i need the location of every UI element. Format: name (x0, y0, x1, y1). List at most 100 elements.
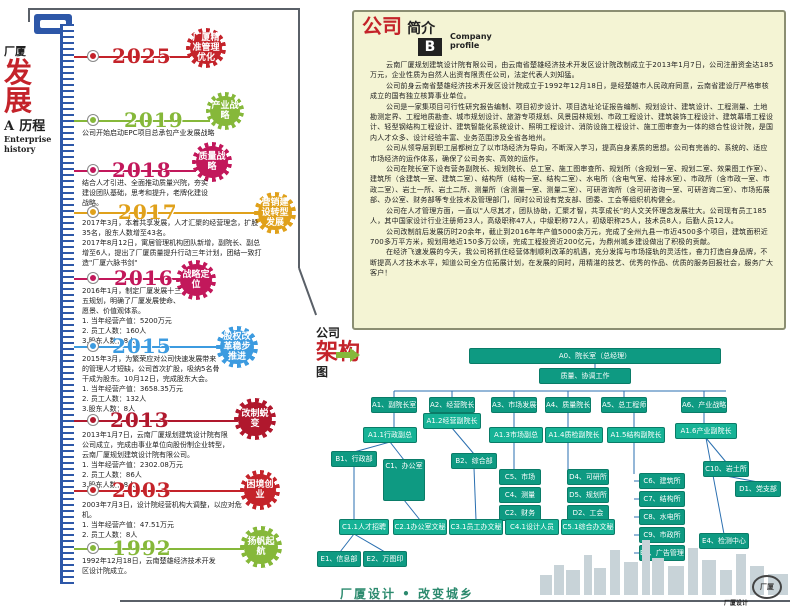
org-node-a14: A1.4质检副院长 (546, 428, 602, 442)
milestone-year: 2017 (118, 200, 178, 224)
milestone-text: 2013年1月7日，云南厂厦规划建筑设计院有限公司成立，完成由事业单位向股份制企… (82, 431, 229, 489)
org-node-a1: A1、副院长室 (372, 398, 416, 412)
milestone-badge: 改制蜕变 (241, 409, 269, 429)
milestone-dot (88, 543, 98, 553)
milestone-year: 2016 (114, 266, 174, 290)
org-node-b1: B1、行政部 (332, 452, 376, 466)
org-node-f1: C1.1人才招聘 (340, 520, 388, 534)
org-node-g2: E2、万图印 (364, 552, 406, 566)
org-node-c4: C4、测量 (500, 488, 540, 502)
milestone-dot (88, 207, 98, 217)
history-title-big-2: 展 (4, 84, 33, 117)
org-node-d1: D1、党支部 (736, 482, 780, 496)
milestone-badge: 股权改革稳步推进 (223, 332, 251, 362)
org-node-a4: A4、质量院长 (546, 398, 590, 412)
milestone-connector (74, 56, 190, 58)
org-node-c10: C10、岩土所 (704, 462, 748, 476)
intro-paragraph: 公司前身云南省楚雄经济技术开发区设计院成立于1992年12月18日，是经楚雄市人… (370, 81, 769, 101)
history-title-cn: 历程 (19, 119, 46, 134)
milestone-dot (88, 273, 98, 283)
org-node-d2: D2、工会 (568, 506, 608, 520)
intro-title-en: Company profile (450, 32, 492, 50)
org-node-c1: C1、办公室 (384, 460, 424, 500)
milestone-gear-icon: 股权改革稳步推进 (216, 326, 258, 368)
intro-heading: 公司 简介 B Company profile (362, 10, 492, 56)
milestone-connector (74, 420, 238, 422)
milestone-gear-icon: 质量战略 (192, 142, 232, 182)
milestone-year: 2003 (112, 478, 172, 502)
milestone-gear-icon: 产业战略 (206, 92, 244, 130)
intro-title-cn: 公司 (362, 14, 402, 38)
org-node-a6: A6、产业战略 (682, 398, 726, 412)
company-logo-icon: 厂厦 (752, 575, 782, 599)
milestone-text: 1992年12月18日，云南楚雄经济技术开发区设计院成立。 (82, 557, 216, 575)
org-node-b2: B2、综合部 (452, 454, 496, 468)
org-node-a5: A5、总工程师 (602, 398, 646, 412)
milestone-gear-icon: 战略定位 (176, 260, 216, 300)
milestone-connector (74, 490, 244, 492)
org-connector-line (473, 467, 477, 521)
org-node-a3: A3、市场发展部 (492, 398, 543, 412)
milestone-year: 2018 (112, 158, 172, 182)
milestone-badge: 困境创业 (246, 480, 274, 500)
org-node-c9: C9、市政所 (640, 528, 684, 542)
milestone-dot (88, 51, 98, 61)
milestone-text: 2003年7月3日，设计院经营机构大调整，以应对危机。 1. 当年经营产值：47… (82, 501, 242, 539)
milestone-text: 2017年3月，本着共享发展，人才汇聚的经营理念，扩股35名，股东人数增至43名… (82, 219, 262, 267)
milestone-dot (88, 485, 98, 495)
milestone-text: 结合人才引进、全面推动质量兴院，夯实建设团队基础，思考和提升，老牌化建设战略。 (82, 179, 208, 207)
org-connector-line (339, 533, 355, 553)
intro-paragraph: 公司是一家集项目可行性研究报告编制、项目初步设计、项目选址论证报告编制、规划设计… (370, 102, 774, 142)
org-node-f4: C4.1设计人员 (506, 520, 558, 534)
intro-text: 云南厂厦规划建筑设计院有限公司，由云南省楚雄经济技术开发区设计院改制成立于201… (370, 60, 774, 279)
org-node-a11: A1.1行政副总 (364, 428, 416, 442)
intro-panel (352, 10, 786, 330)
milestone-gear-icon: 营销建设转型发展 (254, 192, 296, 234)
history-title-big-1: 发 (4, 56, 33, 89)
org-node-c6: C6、建筑所 (640, 474, 684, 488)
org-node-c8: C8、水电所 (640, 510, 684, 524)
intro-title-bracket: B (418, 38, 442, 56)
history-title-en: Enterprise history (4, 134, 52, 154)
milestone-connector (74, 278, 180, 280)
history-title: 厂厦 发 展 A 历程 Enterprise history (4, 40, 64, 154)
milestone-dot (88, 165, 98, 175)
arrow-right-icon (336, 348, 360, 362)
org-connector-line (705, 437, 727, 463)
org-node-f5: C5.1综合办文秘 (562, 520, 614, 534)
intro-paragraph: 云南厂厦规划建筑设计院有限公司，由云南省楚雄经济技术开发区设计院改制成立于201… (370, 61, 774, 80)
milestone-dot (88, 415, 98, 425)
org-node-c7: C7、结构所 (640, 492, 684, 506)
org-node-a15: A1.5结构副院长 (608, 428, 664, 442)
milestone-year: 2013 (110, 408, 170, 432)
org-node-a13: A1.3市场副总 (490, 428, 542, 442)
milestone-gear-icon: 厂厦精准管理优化 (186, 28, 226, 68)
org-node-a0: A0、院长室（总经理） (470, 349, 720, 363)
intro-paragraph: 公司在人才管理方面，一直以"人尽其才，团队协助，汇聚才智，共享成长"的人文关怀理… (370, 206, 767, 226)
org-title-c: 图 (316, 365, 329, 379)
org-node-d4: D4、可研所 (568, 470, 608, 484)
org-connector-line (353, 533, 386, 553)
history-title-bracket: A (4, 119, 15, 134)
milestone-year: 2015 (112, 334, 172, 358)
milestone-connector (74, 212, 258, 214)
frame-divider-bend (298, 267, 318, 316)
milestone-dot (88, 341, 98, 351)
org-node-c5: C5、市场 (500, 470, 540, 484)
milestone-badge: 扬帆起航 (247, 537, 275, 557)
milestone-gear-icon: 困境创业 (240, 470, 280, 510)
org-node-c2: C2、财务 (500, 506, 540, 520)
org-node-g3: E3、广告管理 (640, 546, 684, 560)
frame-left-line (28, 8, 30, 22)
milestone-gear-icon: 扬帆起航 (240, 526, 282, 568)
history-title-prefix: 厂厦 (4, 45, 26, 58)
intro-paragraph: 在经济飞速发展的今天，我公司将抓住经营体制顺利改革的机遇，充分发挥与市场接轨的灵… (370, 248, 774, 278)
milestone-text: 公司开始启动EPC项目总承包产业发展战略 (82, 129, 215, 137)
org-connector-line (451, 427, 475, 455)
milestone-connector (74, 548, 244, 550)
milestone-connector (74, 346, 220, 348)
intro-paragraph: 公司改制前后发展历时20余年，截止到2016年年产值5000余万元，完成了全州九… (370, 227, 768, 246)
milestone-connector (74, 120, 210, 122)
milestone-badge: 质量战略 (198, 152, 226, 172)
milestone-dot (88, 115, 98, 125)
